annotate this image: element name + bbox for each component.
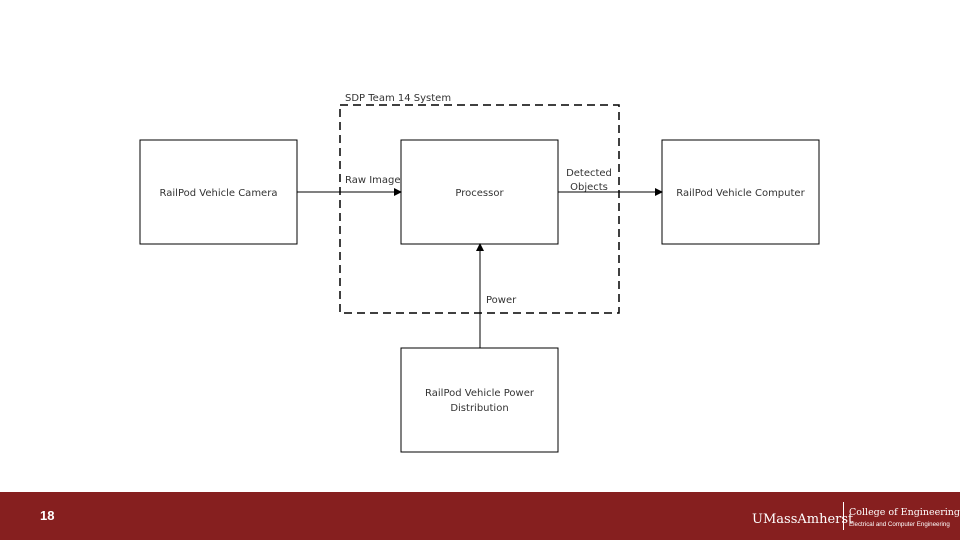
computer-block-label: RailPod Vehicle Computer [676, 188, 805, 199]
detected-objects-label-line2: Objects [570, 182, 608, 193]
block-diagram: SDP Team 14 System RailPod Vehicle Camer… [139, 93, 820, 453]
power-distribution-block [400, 347, 559, 453]
detected-objects-label-line1: Detected [566, 168, 612, 179]
raw-image-label: Raw Image [345, 175, 401, 186]
camera-block-label: RailPod Vehicle Camera [160, 188, 278, 199]
processor-block-label: Processor [455, 188, 504, 199]
power-distribution-label-line1: RailPod Vehicle Power [425, 388, 535, 399]
system-boundary-label: SDP Team 14 System [345, 93, 451, 104]
processor-block [400, 139, 559, 245]
power-label: Power [486, 295, 517, 306]
page-number: 18 [40, 508, 55, 523]
university-name: UMassAmherst [752, 512, 854, 527]
camera-block [139, 139, 298, 245]
department-name: Electrical and Computer Engineering [849, 521, 950, 528]
footer-bar: 18 UMassAmherst College of Engineering E… [0, 492, 960, 540]
logo-divider [843, 502, 844, 530]
college-name: College of Engineering [849, 507, 960, 518]
power-distribution-label-line2: Distribution [450, 403, 508, 414]
